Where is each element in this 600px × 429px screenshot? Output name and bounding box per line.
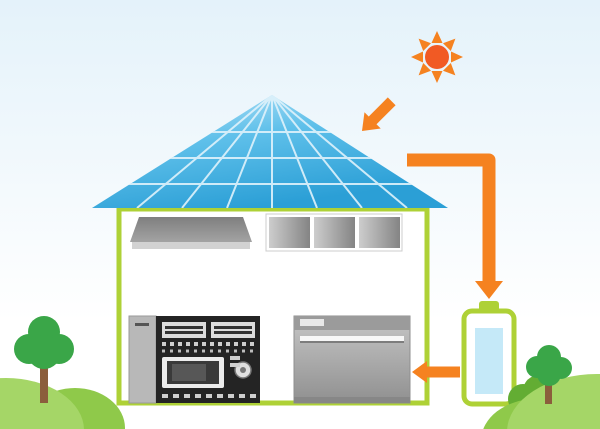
arrow-sun-to-roof-icon [362,97,396,131]
dishwasher-display [300,319,324,326]
tree-trunk [40,360,48,403]
dishwasher-body [293,315,411,404]
arrow-battery-to-appliances-icon [412,361,460,383]
solar-panel-grid [92,95,448,208]
dishwasher [293,315,411,404]
battery-icon [461,301,517,407]
tree-left [14,316,74,403]
sun-rays [411,31,463,83]
upstairs-windows [265,213,403,252]
tree-trunk [545,378,552,404]
tree-right [526,345,572,404]
roof-surface [92,95,448,208]
display-panel [162,322,206,338]
arrow-roof-to-battery-icon [407,153,503,299]
display-panel [211,322,255,338]
sun-core [425,45,449,69]
window-pane [359,217,400,248]
battery-charge-level [475,328,503,394]
bushes-left [0,378,125,429]
window-pane [314,217,355,248]
kitchen-side-handle [135,323,149,326]
window-pane [269,217,310,248]
tree-foliage [14,316,74,369]
tree-foliage [526,345,572,386]
solar-panel-roof [92,95,448,208]
kitchen-unit [128,315,260,404]
sun-icon [411,31,463,83]
kitchen-side-panel [128,315,157,404]
vent-hood [130,217,252,249]
dishwasher-handle [300,336,404,341]
